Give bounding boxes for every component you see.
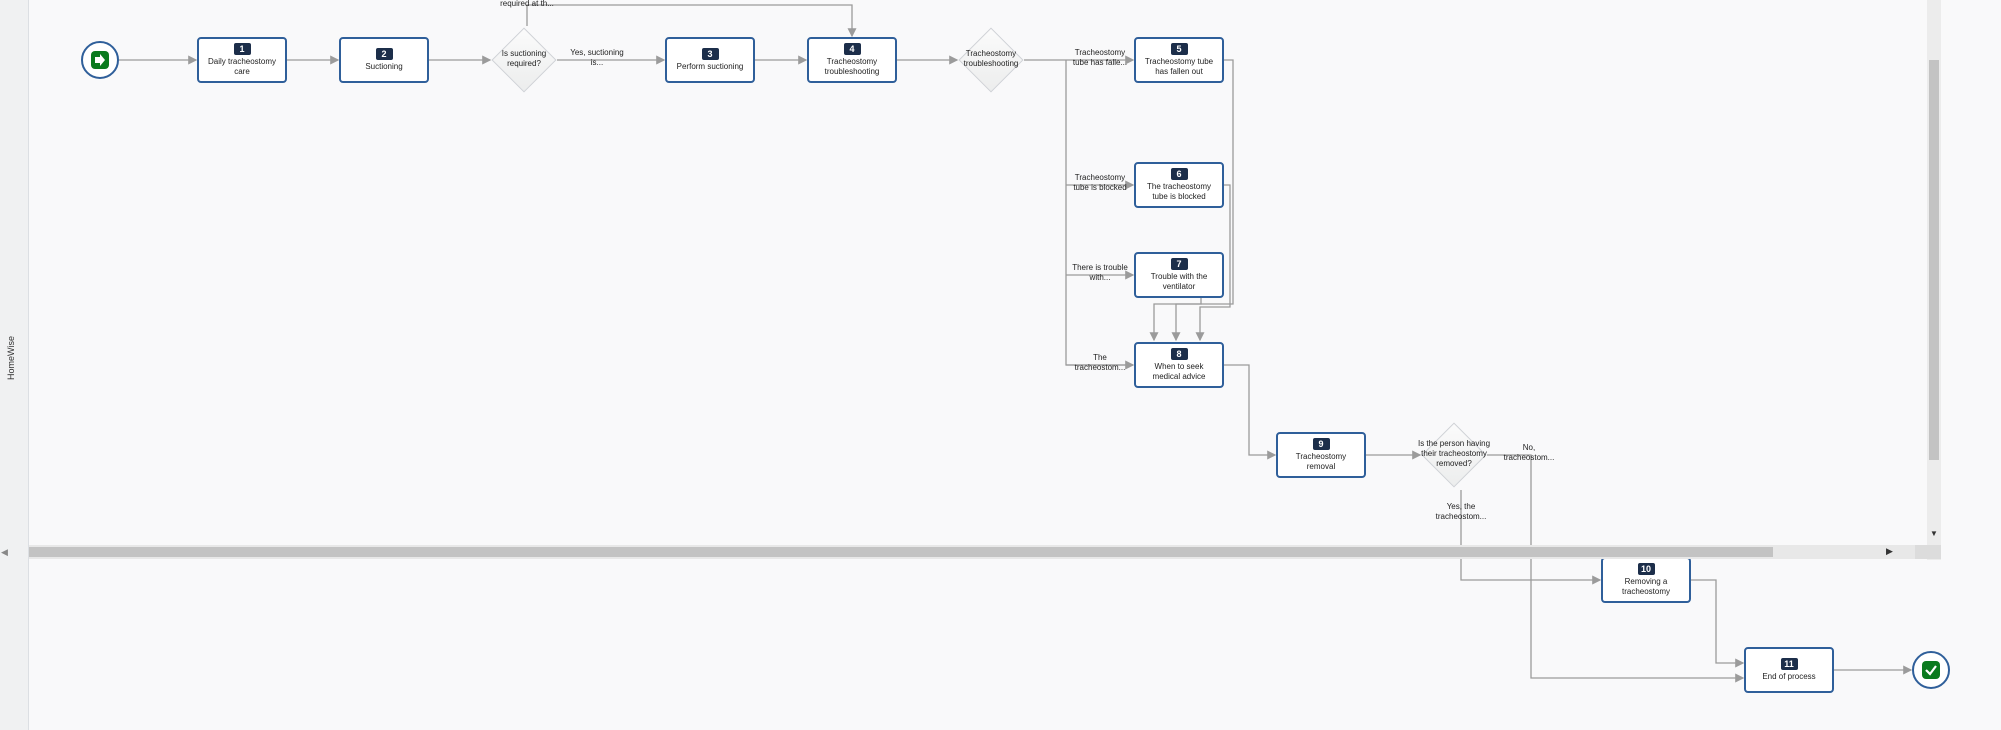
edge-label-tube-blocked: Tracheostomy tube is blocked xyxy=(1073,173,1127,192)
task-number-badge: 6 xyxy=(1170,168,1188,180)
edge-label-trouble-with: There is trouble with... xyxy=(1072,263,1128,282)
horizontal-scrollbar-thumb[interactable] xyxy=(29,547,1773,557)
task-8-seek-medical-advice[interactable]: 8 When to seek medical advice xyxy=(1134,342,1224,388)
end-event[interactable] xyxy=(1912,651,1950,689)
edge-label-required: required at th... xyxy=(500,0,554,8)
task-label: Tracheostomy tube has fallen out xyxy=(1144,57,1214,76)
scrollbar-corner xyxy=(1915,545,1941,559)
edge-8-to-9 xyxy=(1224,364,1277,460)
task-3-perform-suctioning[interactable]: 3 Perform suctioning xyxy=(665,37,755,83)
edge-6-to-8 xyxy=(1195,184,1231,342)
edge-branch-trunk xyxy=(1065,60,1133,366)
collapse-lane-icon[interactable]: ◀ xyxy=(1,547,8,557)
edge-label-yes-suctioning: Yes, suctioning is... xyxy=(570,48,624,67)
task-label: The tracheostomy tube is blocked xyxy=(1146,182,1212,201)
task-5-tube-fallen-out[interactable]: 5 Tracheostomy tube has fallen out xyxy=(1134,37,1224,83)
edge-label-yes-the-tracheostomy: Yes, the tracheostom... xyxy=(1435,502,1487,521)
gateway-label-troubleshooting: Tracheostomy troubleshooting xyxy=(963,49,1019,68)
edge-5-to-8 xyxy=(1171,59,1234,342)
task-7-trouble-with-ventilator[interactable]: 7 Trouble with the ventilator xyxy=(1134,252,1224,298)
connector-layer xyxy=(119,4,1913,683)
edge-required-to-4 xyxy=(526,4,857,38)
task-number-badge: 2 xyxy=(375,48,393,60)
scroll-right-icon[interactable]: ▶ xyxy=(1886,546,1893,556)
gateway-label-removal: Is the person having their tracheostomy … xyxy=(1417,439,1491,468)
task-6-tube-blocked[interactable]: 6 The tracheostomy tube is blocked xyxy=(1134,162,1224,208)
edge-10-to-11 xyxy=(1691,579,1745,668)
task-number-badge: 3 xyxy=(701,48,719,60)
task-number-badge: 7 xyxy=(1170,258,1188,270)
task-label: Tracheostomy troubleshooting xyxy=(824,57,880,76)
task-number-badge: 9 xyxy=(1312,438,1330,450)
task-number-badge: 10 xyxy=(1637,563,1655,575)
gateway-label-suctioning-required: Is suctioning required? xyxy=(501,49,547,68)
task-number-badge: 4 xyxy=(843,43,861,55)
check-icon xyxy=(1922,661,1940,679)
task-label: Perform suctioning xyxy=(676,62,744,71)
task-label: Daily tracheostomy care xyxy=(207,57,277,76)
edge-yes-to-10 xyxy=(1460,490,1602,585)
task-label: Tracheostomy removal xyxy=(1295,452,1347,471)
edge-no-to-end-of-process xyxy=(1487,454,1745,683)
task-label: Suctioning xyxy=(365,62,403,71)
task-number-badge: 1 xyxy=(233,43,251,55)
task-10-removing-a-tracheostomy[interactable]: 10 Removing a tracheostomy xyxy=(1601,557,1691,603)
task-2-suctioning[interactable]: 2 Suctioning xyxy=(339,37,429,83)
edge-label-tube-fallen: Tracheostomy tube has falle... xyxy=(1072,48,1128,67)
start-event[interactable] xyxy=(81,41,119,79)
vertical-scrollbar-thumb[interactable] xyxy=(1929,60,1939,460)
edge-label-no-tracheostomy: No, tracheostom... xyxy=(1503,443,1555,462)
start-icon xyxy=(91,51,109,69)
task-label: Trouble with the ventilator xyxy=(1150,272,1208,291)
task-11-end-of-process[interactable]: 11 End of process xyxy=(1744,647,1834,693)
swimlane-label: HomeWise xyxy=(6,335,16,380)
swimlane-header: HomeWise ◀ xyxy=(0,0,29,730)
task-label: Removing a tracheostomy xyxy=(1621,577,1671,596)
task-label: When to seek medical advice xyxy=(1152,362,1206,381)
edge-7-to-8 xyxy=(1149,298,1202,342)
process-canvas: required at th... Yes, suctioning is... … xyxy=(29,0,2001,730)
scroll-down-icon[interactable]: ▼ xyxy=(1930,529,1938,538)
edge-label-the-tracheostomy: The tracheostom... xyxy=(1074,353,1126,372)
task-4-tracheostomy-troubleshooting[interactable]: 4 Tracheostomy troubleshooting xyxy=(807,37,897,83)
task-number-badge: 11 xyxy=(1780,658,1798,670)
task-label: End of process xyxy=(1762,672,1816,681)
task-1-daily-tracheostomy-care[interactable]: 1 Daily tracheostomy care xyxy=(197,37,287,83)
task-number-badge: 5 xyxy=(1170,43,1188,55)
task-9-tracheostomy-removal[interactable]: 9 Tracheostomy removal xyxy=(1276,432,1366,478)
task-number-badge: 8 xyxy=(1170,348,1188,360)
